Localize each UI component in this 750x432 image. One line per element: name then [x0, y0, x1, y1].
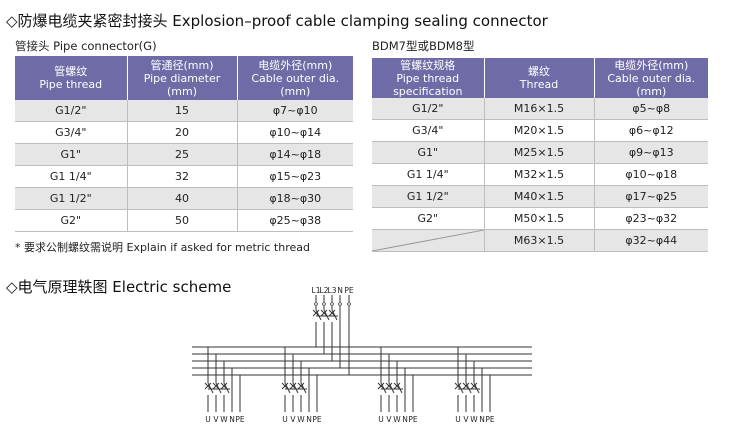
- branch-label-n: N: [479, 415, 485, 424]
- main-breaker-x: [328, 309, 336, 317]
- table1-caption: 管接头 Pipe connector(G): [15, 39, 157, 53]
- branch-breaker-x: [281, 382, 289, 390]
- branch-label-u: U: [455, 415, 461, 424]
- diagonal-line: [372, 230, 484, 251]
- branch-label-n: N: [306, 415, 312, 424]
- scheme-title: ◇电气原理轶图 Electric scheme: [6, 278, 232, 296]
- terminal-icon: [314, 302, 318, 306]
- branch-label-w: W: [220, 415, 228, 424]
- branch-label-pe: PE: [312, 415, 322, 424]
- branch-label-pe: PE: [235, 415, 245, 424]
- supply-label-l3: L3: [328, 286, 337, 295]
- table2-caption: BDM7型或BDM8型: [372, 39, 475, 53]
- supply-label-n: N: [337, 286, 343, 295]
- branch-breaker-x: [289, 382, 297, 390]
- branch-label-u: U: [378, 415, 384, 424]
- branch-breaker-x: [470, 382, 478, 390]
- branch-label-pe: PE: [485, 415, 495, 424]
- main-breaker-x: [312, 309, 320, 317]
- branch-label-w: W: [393, 415, 401, 424]
- supply-label-l1: L1: [312, 286, 321, 295]
- terminal-icon: [347, 302, 351, 306]
- branch-breaker-x: [297, 382, 305, 390]
- page-title: ◇防爆电缆夹紧密封接头 Explosion–proof cable clampi…: [6, 12, 548, 30]
- header-cable-outer-dia: 电缆外径(mm)Cable outer dia.(mm): [237, 56, 353, 100]
- branch-breaker-x: [385, 382, 393, 390]
- branch-breaker-x: [212, 382, 220, 390]
- branch-breaker-x: [204, 382, 212, 390]
- terminal-icon: [338, 302, 342, 306]
- branch-label-w: W: [297, 415, 305, 424]
- branch-breaker-x: [462, 382, 470, 390]
- branch-label-v: V: [213, 415, 219, 424]
- supply-label-l2: L2: [320, 286, 329, 295]
- branch-label-w: W: [470, 415, 478, 424]
- branch-label-u: U: [282, 415, 288, 424]
- header-pipe-diameter: 管通径(mm)Pipe diameter(mm): [127, 56, 238, 100]
- branch-label-v: V: [290, 415, 296, 424]
- supply-label-pe: PE: [344, 286, 354, 295]
- branch-breaker-x: [393, 382, 401, 390]
- branch-label-u: U: [205, 415, 211, 424]
- metric-thread-note: * 要求公制螺纹需说明 Explain if asked for metric …: [15, 241, 310, 254]
- branch-label-n: N: [402, 415, 408, 424]
- main-breaker-x: [320, 309, 328, 317]
- branch-label-pe: PE: [408, 415, 418, 424]
- branch-label-n: N: [229, 415, 235, 424]
- header-cable-outer-dia: 电缆外径(mm)Cable outer dia.(mm): [594, 58, 708, 98]
- branch-label-v: V: [463, 415, 469, 424]
- branch-breaker-x: [377, 382, 385, 390]
- branch-breaker-x: [454, 382, 462, 390]
- terminal-icon: [322, 302, 326, 306]
- branch-breaker-x: [220, 382, 228, 390]
- branch-label-v: V: [386, 415, 392, 424]
- empty-diagonal-cell: [372, 229, 485, 252]
- terminal-icon: [330, 302, 334, 306]
